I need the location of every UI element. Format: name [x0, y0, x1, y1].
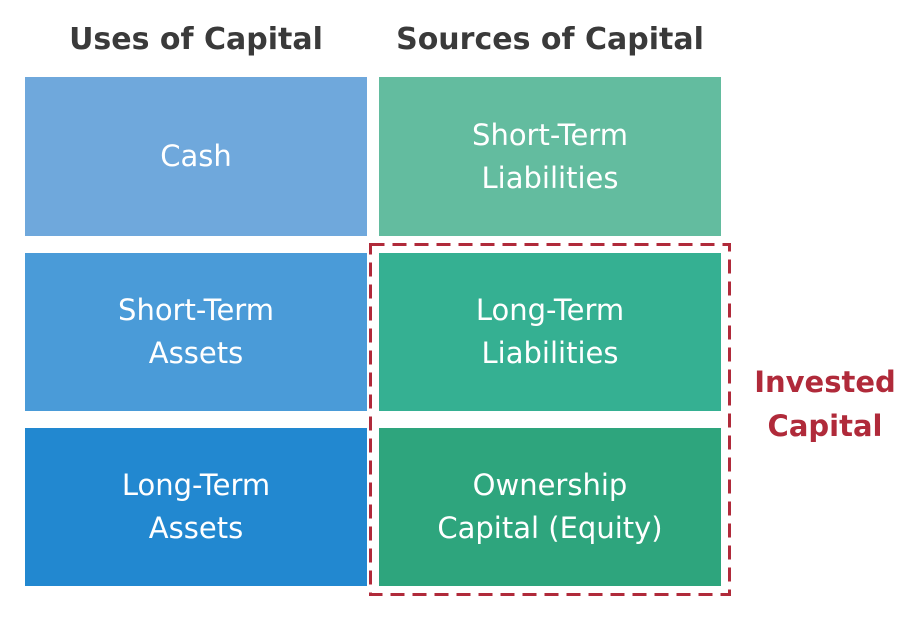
sources-of-capital-header: Sources of Capital	[396, 22, 704, 57]
short-term-liabilities-label: Short-Term Liabilities	[472, 117, 628, 195]
cash-box: Cash	[25, 77, 367, 236]
long-term-assets-label: Long-Term Assets	[121, 468, 271, 545]
long-term-liabilities-label: Long-Term Liabilities	[475, 293, 625, 370]
uses-of-capital-header: Uses of Capital	[69, 22, 323, 57]
invested-capital-label: Invested Capital	[754, 365, 896, 443]
short-term-assets-box: Short-Term Assets	[25, 253, 367, 411]
short-term-assets-label: Short-Term Assets	[118, 293, 274, 370]
ownership-capital-box: Ownership Capital (Equity)	[379, 428, 721, 586]
ownership-capital-label: Ownership Capital (Equity)	[437, 468, 663, 545]
cash-label: Cash	[160, 139, 232, 173]
short-term-liabilities-box: Short-Term Liabilities	[379, 77, 721, 236]
long-term-assets-box: Long-Term Assets	[25, 428, 367, 586]
long-term-liabilities-box: Long-Term Liabilities	[379, 253, 721, 411]
